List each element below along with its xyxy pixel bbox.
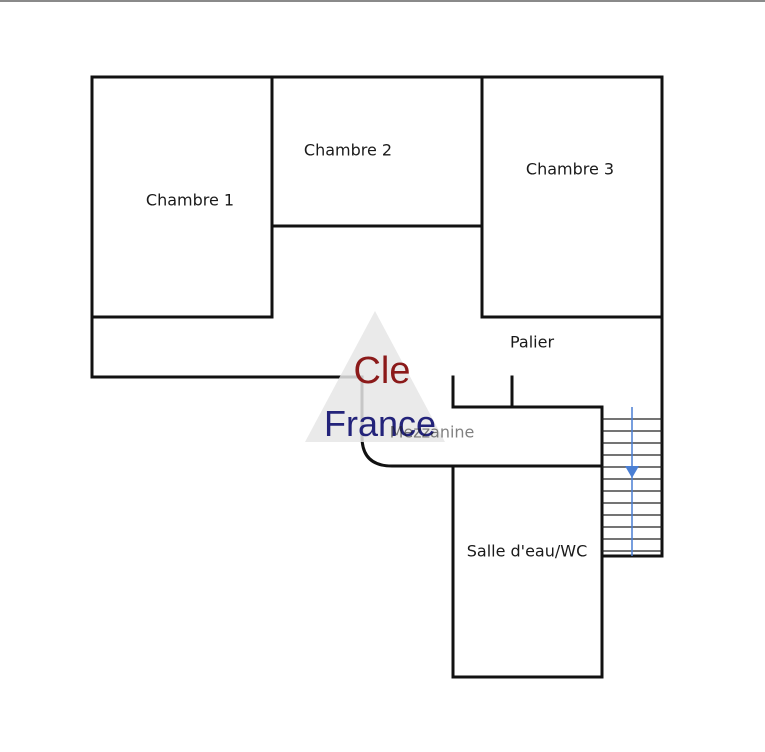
watermark: Cle France [305, 311, 445, 444]
watermark-triangle [305, 311, 445, 442]
watermark-cle: Cle [353, 350, 410, 392]
room-label-chambre2: Chambre 2 [304, 141, 392, 160]
room-label-mezzanine: Mezzanine [390, 423, 475, 442]
arrow-down-head-icon [625, 466, 639, 478]
room-label-palier: Palier [510, 333, 554, 352]
staircase [602, 407, 662, 556]
room-label-salle-eau: Salle d'eau/WC [467, 542, 588, 561]
watermark-france: France [324, 403, 436, 444]
room-label-chambre3: Chambre 3 [526, 160, 614, 179]
room-label-chambre1: Chambre 1 [146, 191, 234, 210]
